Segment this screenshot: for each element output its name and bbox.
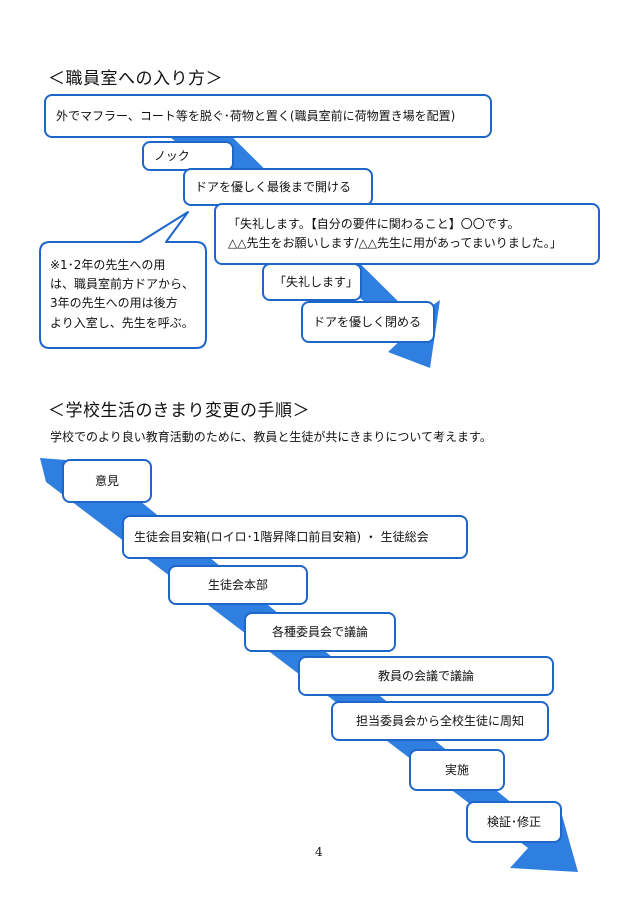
- step-close-door: ドアを優しく閉める: [301, 301, 435, 343]
- step-suggestion-box: 生徒会目安箱(ロイロ･1階昇降口前目安箱) ・ 生徒総会: [122, 515, 468, 559]
- step-review: 検証･修正: [466, 801, 562, 843]
- note-text: ※1･2年の先生への用 は、職員室前方ドアから、 3年の先生への用は後方 より入…: [50, 256, 194, 333]
- step-announce: 担当委員会から全校生徒に周知: [331, 701, 549, 741]
- section2-heading: ＜学校生活のきまり変更の手順＞: [48, 401, 310, 421]
- step-opinion: 意見: [62, 459, 152, 503]
- step-shitsurei: 「失礼します」: [262, 263, 362, 301]
- step-teacher-meeting: 教員の会議で議論: [298, 656, 554, 696]
- step-student-council: 生徒会本部: [168, 565, 308, 605]
- note-line: より入室し、先生を呼ぶ。: [50, 315, 194, 330]
- step-greeting: 「失礼します。【自分の要件に関わること】〇〇です。 △△先生をお願いします/△△…: [214, 203, 600, 265]
- page-number: 4: [315, 845, 323, 859]
- section2-intro: 学校でのより良い教育活動のために、教員と生徒が共にきまりについて考えます。: [50, 430, 492, 444]
- step-committees: 各種委員会で議論: [244, 612, 396, 652]
- step-open-door: ドアを優しく最後まで開ける: [183, 168, 373, 206]
- note-line: は、職員室前方ドアから、: [50, 277, 195, 292]
- step-implement: 実施: [409, 749, 505, 791]
- note-line: ※1･2年の先生への用: [50, 258, 166, 272]
- greeting-line-2: △△先生をお願いします/△△先生に用があってまいりました。」: [228, 236, 562, 250]
- step-remove-coat: 外でマフラー、コート等を脱ぐ･荷物と置く(職員室前に荷物置き場を配置): [44, 94, 492, 138]
- note-line: 3年の先生への用は後方: [50, 296, 178, 311]
- section1-heading: ＜職員室への入り方＞: [48, 69, 223, 89]
- greeting-line-1: 「失礼します。【自分の要件に関わること】〇〇です。: [228, 217, 520, 232]
